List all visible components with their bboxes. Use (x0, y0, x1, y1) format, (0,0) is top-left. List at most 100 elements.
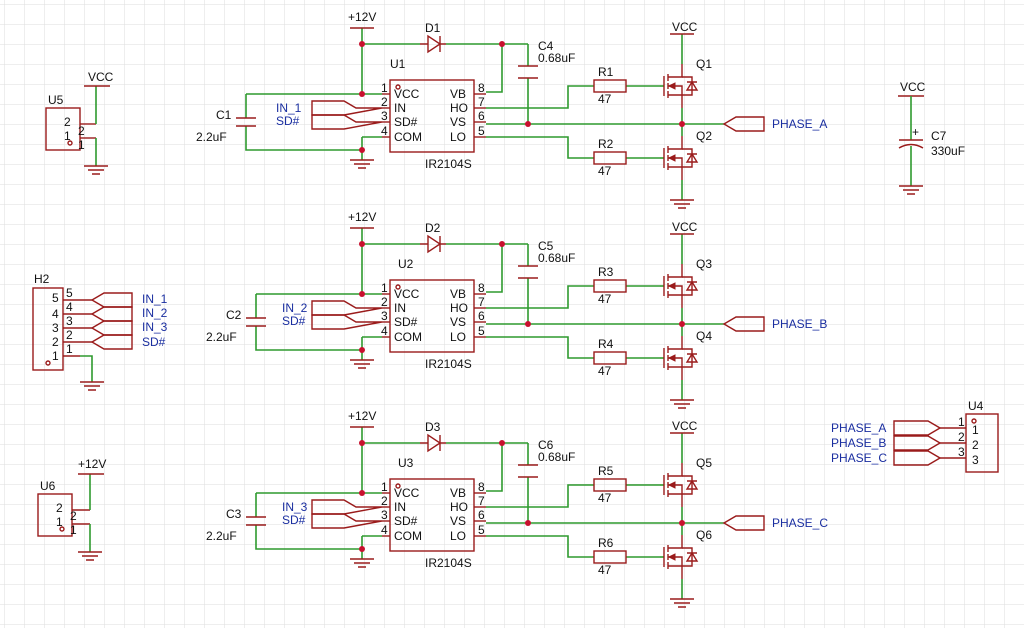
pin-number-left: 4 (381, 324, 388, 338)
capacitor-c1[interactable]: C12.2uF (196, 108, 256, 144)
pin-name-left: SD# (394, 115, 418, 129)
diode-ref: D3 (425, 420, 441, 434)
bootstrap-cap-value: 0.68uF (538, 51, 575, 65)
connector-u6[interactable]: U6 2 1 2 1 +12V (37, 457, 106, 561)
junction-dot (359, 440, 365, 446)
resistor-value: 47 (598, 491, 612, 505)
ground-symbol (670, 399, 694, 409)
h2-pin-num-4: 4 (66, 300, 73, 314)
junction-dot (679, 520, 685, 526)
capacitor-c3[interactable]: C3 2.2uF (206, 507, 266, 543)
input-net-label: IN_3 (282, 500, 308, 514)
input-cap-value: 2.2uF (196, 130, 227, 144)
pin-name-left: IN (394, 301, 406, 315)
connector-h2[interactable]: H2 5 4 3 2 1 5 4 3 2 1 IN_1 IN_2 IN_3 SD… (32, 272, 168, 391)
capacitor-c2[interactable]: C22.2uF (206, 308, 266, 344)
ground-symbol (670, 598, 694, 608)
capacitor-c6[interactable]: C60.68uF (518, 438, 575, 478)
resistor-ref: R4 (598, 337, 614, 351)
pin-name-left: VCC (394, 486, 420, 500)
capacitor-c7[interactable]: VCC + C7 330uF (898, 80, 965, 195)
junction-dot (525, 121, 531, 127)
pin-name-right: HO (450, 301, 468, 315)
c7-vcc-label: VCC (900, 80, 926, 94)
pin-number-right: 8 (478, 281, 485, 295)
pin-name-left: IN (394, 101, 406, 115)
connector-u5[interactable]: U5 2 1 2 1 VCC (45, 70, 114, 175)
pin-number-right: 8 (478, 81, 485, 95)
u5-pin-label-1: 1 (64, 129, 71, 143)
junction-dot (359, 147, 365, 153)
pin-number-right: 6 (478, 508, 485, 522)
input-cap-ref: C3 (226, 507, 242, 521)
capacitor-c4[interactable]: C40.68uF (518, 39, 575, 79)
h2-pin-label-2: 2 (52, 335, 59, 349)
mosfet-ref: Q1 (696, 57, 712, 71)
resistor-ref: R1 (598, 65, 614, 79)
pin-name-right: VS (450, 514, 466, 528)
h2-pin-num-1: 1 (66, 342, 73, 356)
diode-d2[interactable]: D2 (420, 221, 446, 254)
stage-1-input-labels: IN_1SD# (276, 100, 383, 130)
u4-net-phase-b: PHASE_B (831, 436, 886, 450)
u4-net-phase-c: PHASE_C (831, 451, 887, 465)
mosfet-q4[interactable]: Q4 (660, 329, 712, 380)
mosfet-q6[interactable]: Q6 (660, 528, 712, 579)
stage-2: +12VD2C50.68uFC22.2uFU2IR2104SVCC1IN2SD#… (206, 210, 827, 409)
input-cap-value: 2.2uF (206, 529, 237, 543)
stage-3-12v-label: +12V (348, 409, 376, 423)
diode-ref: D2 (425, 221, 441, 235)
pin-number-right: 5 (478, 523, 485, 537)
u6-pin-label-2: 2 (56, 501, 63, 515)
junction-dot (499, 41, 505, 47)
stage-2-vcc-label: VCC (672, 220, 698, 234)
mosfet-ref: Q5 (696, 456, 712, 470)
mosfet-q3[interactable]: Q3 (660, 257, 712, 308)
ground-symbol (670, 199, 694, 209)
h2-pin-label-4: 4 (52, 307, 59, 321)
c7-value: 330uF (931, 144, 965, 158)
u5-pin-num-1: 1 (78, 138, 85, 152)
diode-d3[interactable]: D3 (420, 420, 446, 453)
u4-pin-num-2: 2 (958, 430, 965, 444)
pin-name-left: VCC (394, 87, 420, 101)
junction-dot (359, 291, 365, 297)
phase-label-3: PHASE_C (722, 515, 828, 531)
u6-pin-label-1: 1 (56, 515, 63, 529)
resistor-value: 47 (598, 164, 612, 178)
input-net-label: IN_2 (282, 301, 308, 315)
diode-d1[interactable]: D1 (420, 21, 446, 54)
pin-name-right: VS (450, 315, 466, 329)
h2-ref: H2 (34, 272, 50, 286)
u6-pin-num-2: 2 (70, 509, 77, 523)
shutdown-net-label: SD# (282, 513, 306, 527)
pin-name-left: COM (394, 330, 422, 344)
resistor-ref: R6 (598, 536, 614, 550)
connector-u4[interactable]: U4 1 2 3 1 2 3 PHASE_A PHASE_B PHASE_C (831, 399, 999, 473)
mosfet-q1[interactable]: Q1 (660, 57, 712, 108)
u5-vcc-label: VCC (88, 70, 114, 84)
pin-name-left: COM (394, 130, 422, 144)
ground-symbol (350, 558, 374, 568)
pin-number-left: 2 (381, 95, 388, 109)
capacitor-c5[interactable]: C50.68uF (518, 239, 575, 279)
mosfet-q5[interactable]: Q5 (660, 456, 712, 507)
shutdown-net-label: SD# (276, 114, 300, 128)
u5-pin-label-2: 2 (64, 115, 71, 129)
ground-symbol (350, 359, 374, 369)
mosfet-q2[interactable]: Q2 (660, 129, 712, 180)
stage-3-vcc-label: VCC (672, 419, 698, 433)
u4-pin-label-2: 2 (972, 438, 979, 452)
h2-pin-num-3: 3 (66, 314, 73, 328)
pin-number-left: 2 (381, 295, 388, 309)
